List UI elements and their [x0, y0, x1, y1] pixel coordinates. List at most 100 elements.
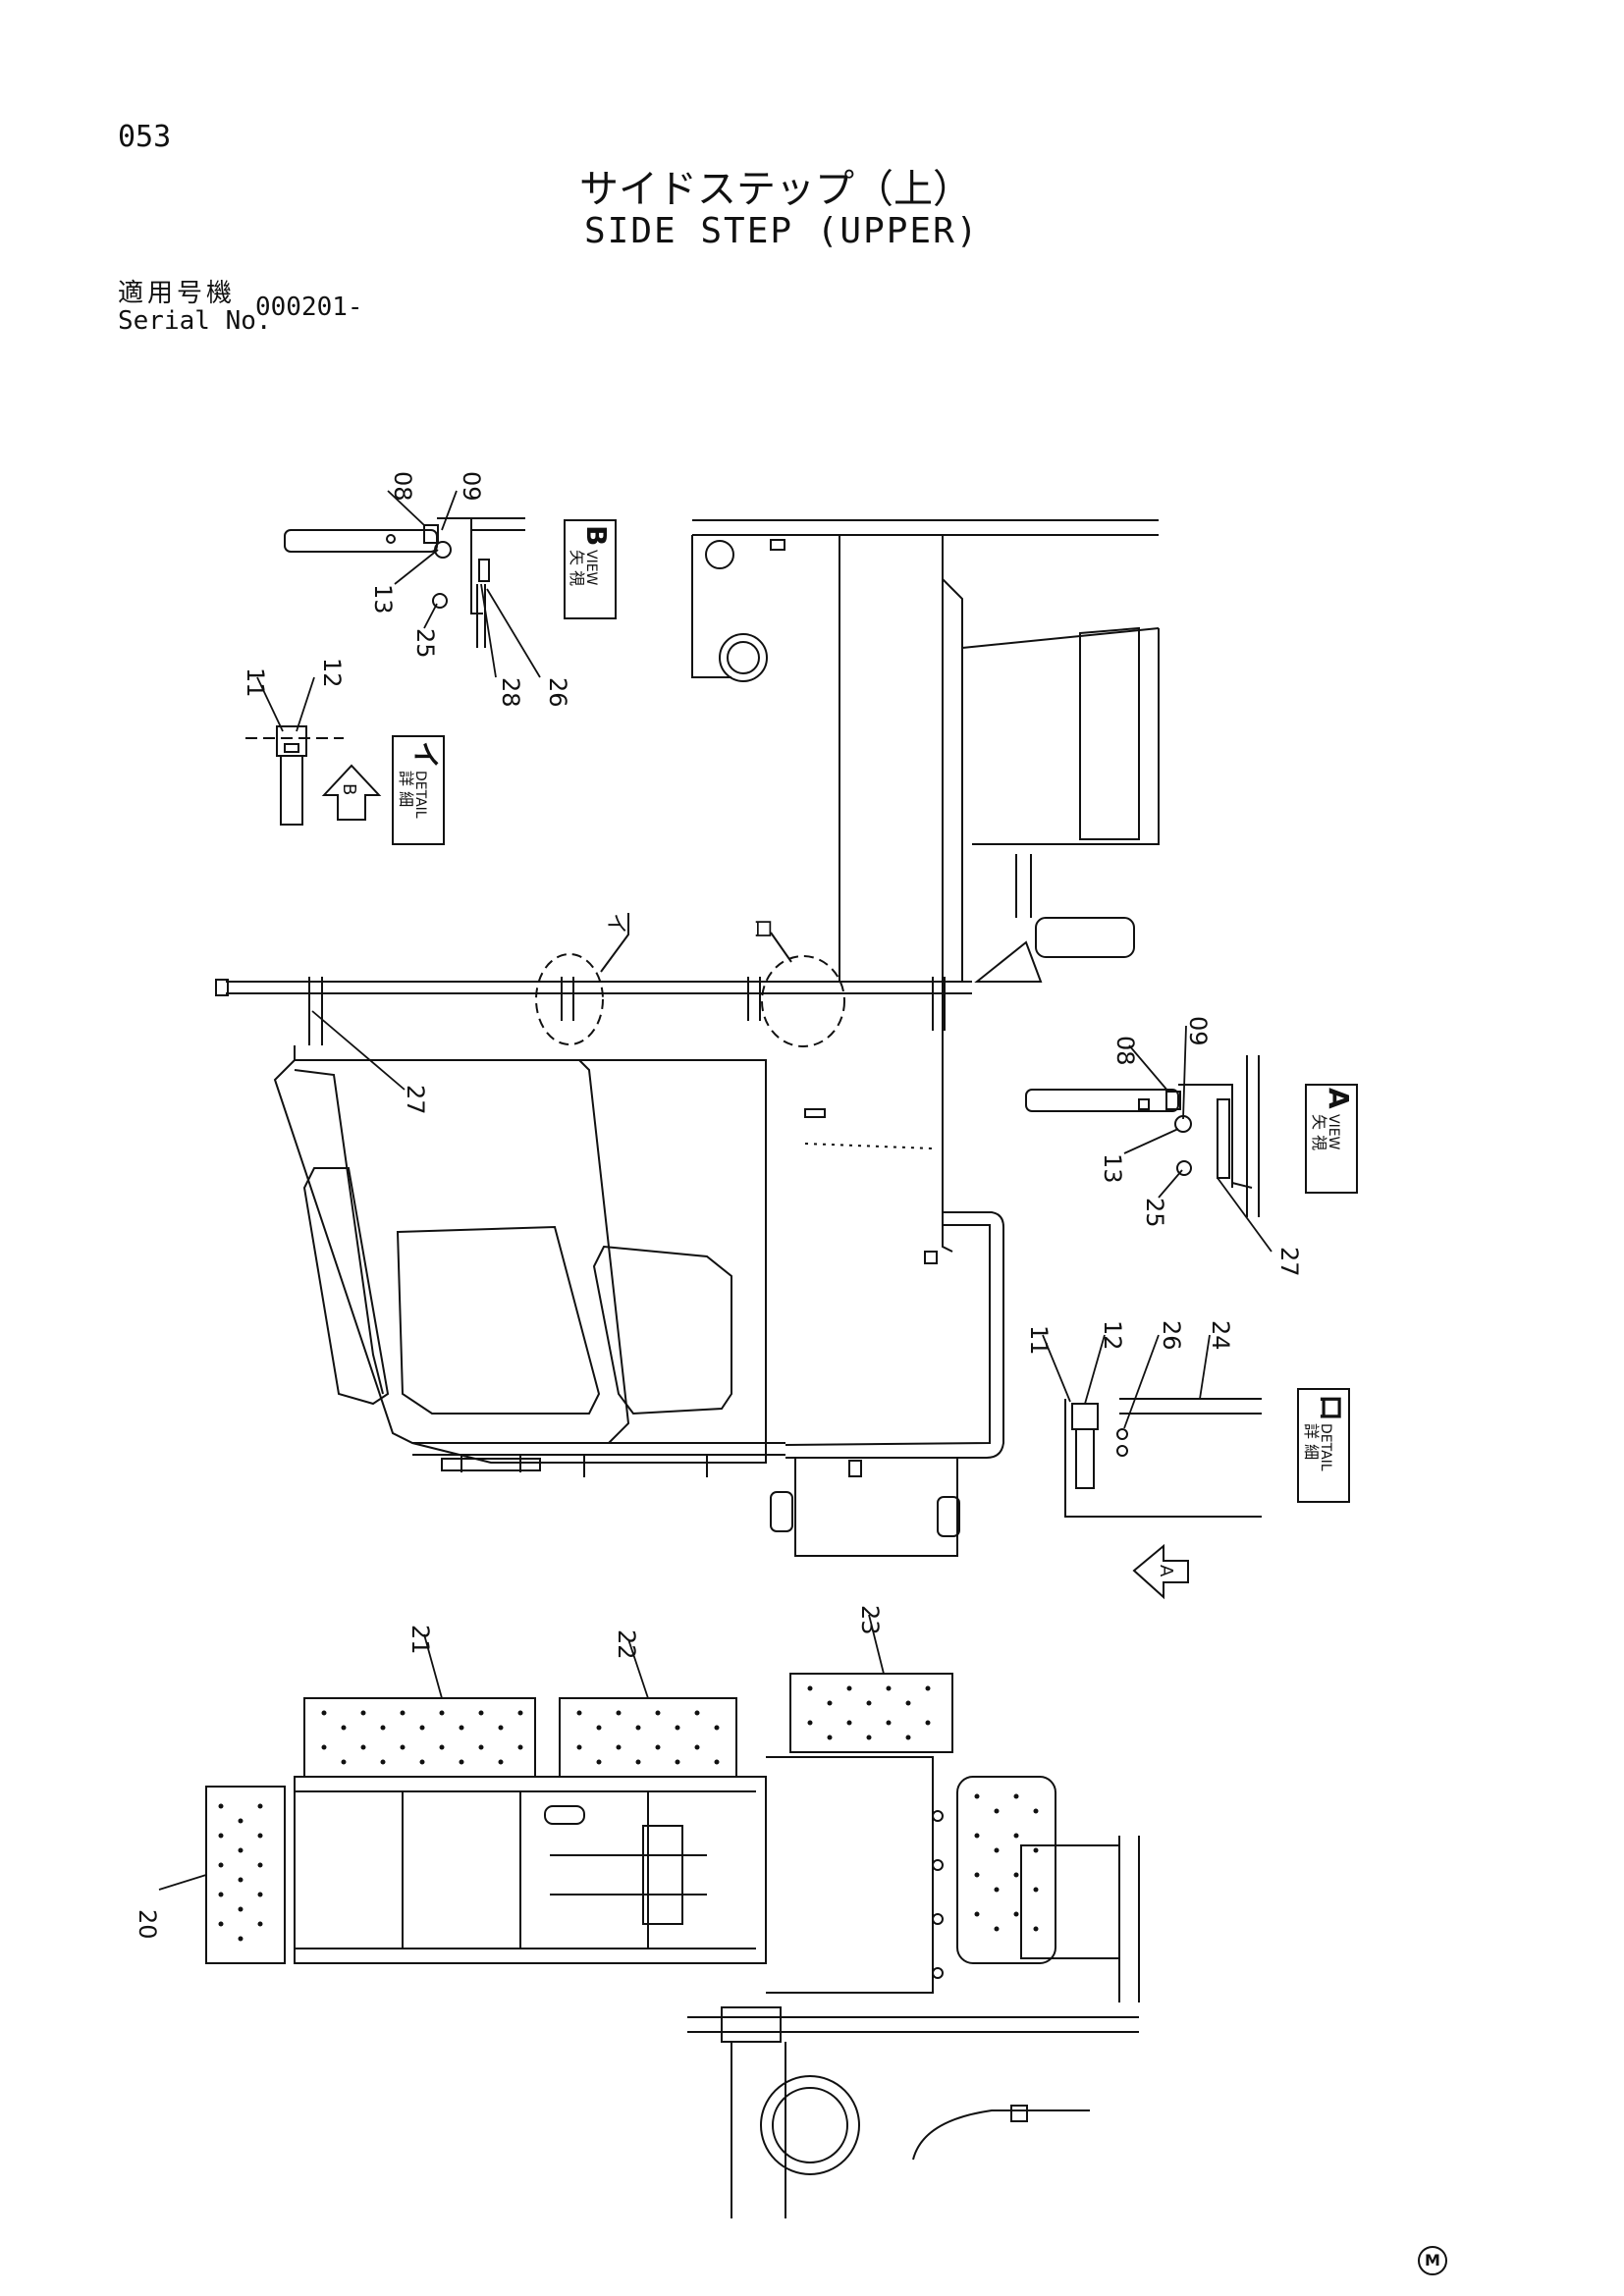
view-b-kanji: 矢 視	[568, 550, 586, 586]
title-english: SIDE STEP (UPPER)	[584, 211, 980, 251]
detail-ro-drawing	[1064, 1398, 1262, 1518]
rear-window	[592, 1245, 732, 1415]
steps-assembly	[205, 1673, 1140, 2218]
view-a-kanji: 矢 視	[1310, 1114, 1328, 1150]
callout-labels: 08 09 13 25 28 26 11 12 27 08 09 13 25 2…	[134, 471, 1355, 1940]
frame-rails	[295, 1790, 756, 1949]
top-frame	[692, 519, 1159, 536]
handrail-cap	[215, 979, 229, 996]
callout-22: 22	[613, 1629, 640, 1660]
detail-i-kanji: 詳 細	[397, 771, 415, 807]
view-b-word: VIEW	[583, 550, 599, 586]
side-pad	[956, 1776, 1056, 1964]
frame-ribs	[402, 1791, 649, 1949]
hose-clamp	[1010, 2105, 1028, 2122]
under-plate	[441, 1458, 541, 1471]
mount-plate	[471, 517, 525, 531]
lower-beam	[687, 2016, 1139, 2033]
detail-ro-box	[1297, 1388, 1350, 1503]
bracket-outline	[437, 517, 483, 614]
front-window	[302, 1167, 390, 1406]
door-window	[396, 1225, 601, 1415]
detail-ro-kanji: 詳 細	[1302, 1423, 1321, 1460]
plate-top	[1119, 1398, 1262, 1415]
step-22	[559, 1697, 737, 1778]
arrow-a-letter: A	[1156, 1565, 1176, 1577]
callout-26-b: 26	[544, 677, 571, 708]
callout-12-ro: 12	[1099, 1320, 1126, 1351]
step-23	[789, 1673, 953, 1753]
callout-circle-i	[535, 953, 604, 1045]
tread-dots	[218, 1685, 1039, 1942]
cross-members	[550, 1854, 707, 1896]
leader-ro	[770, 932, 792, 963]
step-pad	[1035, 917, 1135, 958]
callout-24-ro: 24	[1207, 1320, 1234, 1351]
step-21	[303, 1697, 536, 1778]
foot-block	[974, 940, 1043, 983]
rear-handrail-inner	[785, 1224, 991, 1446]
callout-11-ro: 11	[1025, 1325, 1053, 1356]
bolt-3	[932, 1913, 944, 1925]
detail-i-letter: イ	[409, 741, 442, 769]
post-3	[747, 977, 761, 1021]
cab-body	[273, 1045, 767, 1464]
post-2	[561, 977, 574, 1021]
skirt-handle-left	[770, 1491, 793, 1532]
small-hole	[386, 534, 396, 544]
serial-label-japanese: 適用号機	[118, 279, 237, 308]
callout-13-b: 13	[369, 584, 397, 614]
callout-12-i: 12	[318, 658, 346, 688]
swing-ring-inner	[772, 2087, 848, 2163]
small-hole-a	[1138, 1098, 1150, 1110]
view-box-frames	[392, 519, 1358, 1503]
lower-skirt	[794, 1458, 958, 1557]
bolt-shank	[280, 755, 303, 826]
side-post	[1118, 1836, 1140, 2002]
callout-ro-letter: ロ	[750, 918, 775, 939]
tie-a	[1231, 1182, 1253, 1189]
clip-circle	[434, 541, 452, 559]
serial-label-english: Serial No.	[118, 306, 272, 336]
view-a-box	[1305, 1084, 1358, 1194]
manufacturer-mark: M	[1418, 2246, 1447, 2275]
handrail-end-a	[1025, 1089, 1179, 1112]
pin-circle	[432, 593, 448, 609]
bracket-tab	[924, 1251, 938, 1264]
hinge-line	[804, 1143, 934, 1149]
hole-ro-2	[1116, 1445, 1128, 1457]
detail-ro-letter: ロ	[1315, 1394, 1347, 1421]
nut	[478, 559, 490, 582]
arrow-b-letter: B	[339, 783, 359, 795]
callout-circle-ro	[761, 955, 845, 1047]
nut-a	[1217, 1098, 1230, 1179]
front-rail	[294, 1069, 384, 1395]
rear-handrail	[785, 1211, 1004, 1459]
rear-bracket	[766, 1756, 934, 1994]
detail-i-box	[392, 735, 445, 845]
swing-ring-outer	[760, 2075, 860, 2175]
plate-outline	[1064, 1399, 1262, 1518]
frame-left	[691, 535, 731, 678]
view-b-detail	[284, 517, 525, 648]
post-4	[932, 977, 946, 1031]
door-line	[578, 1059, 630, 1444]
bracket-a	[1178, 1084, 1233, 1188]
view-a-word: VIEW	[1326, 1114, 1341, 1150]
callout-13-a: 13	[1099, 1153, 1126, 1184]
callout-28-b: 28	[497, 677, 524, 708]
leader-lines	[158, 490, 1272, 1891]
view-a-letter: A	[1323, 1088, 1355, 1109]
pivot-boss	[719, 633, 768, 682]
vertical-beams	[839, 535, 944, 982]
callout-09-a: 09	[1184, 1016, 1212, 1046]
pin-a	[1176, 1160, 1192, 1176]
detail-i-word: DETAIL	[412, 771, 428, 819]
cab-assembly	[215, 913, 972, 1477]
bolt-head	[423, 524, 439, 544]
view-a-detail	[1025, 1055, 1260, 1217]
floor-rail	[412, 1442, 785, 1456]
title-japanese: サイドステップ（上）	[579, 167, 972, 212]
callout-27-cab: 27	[402, 1085, 429, 1115]
handrail-end	[284, 529, 438, 553]
